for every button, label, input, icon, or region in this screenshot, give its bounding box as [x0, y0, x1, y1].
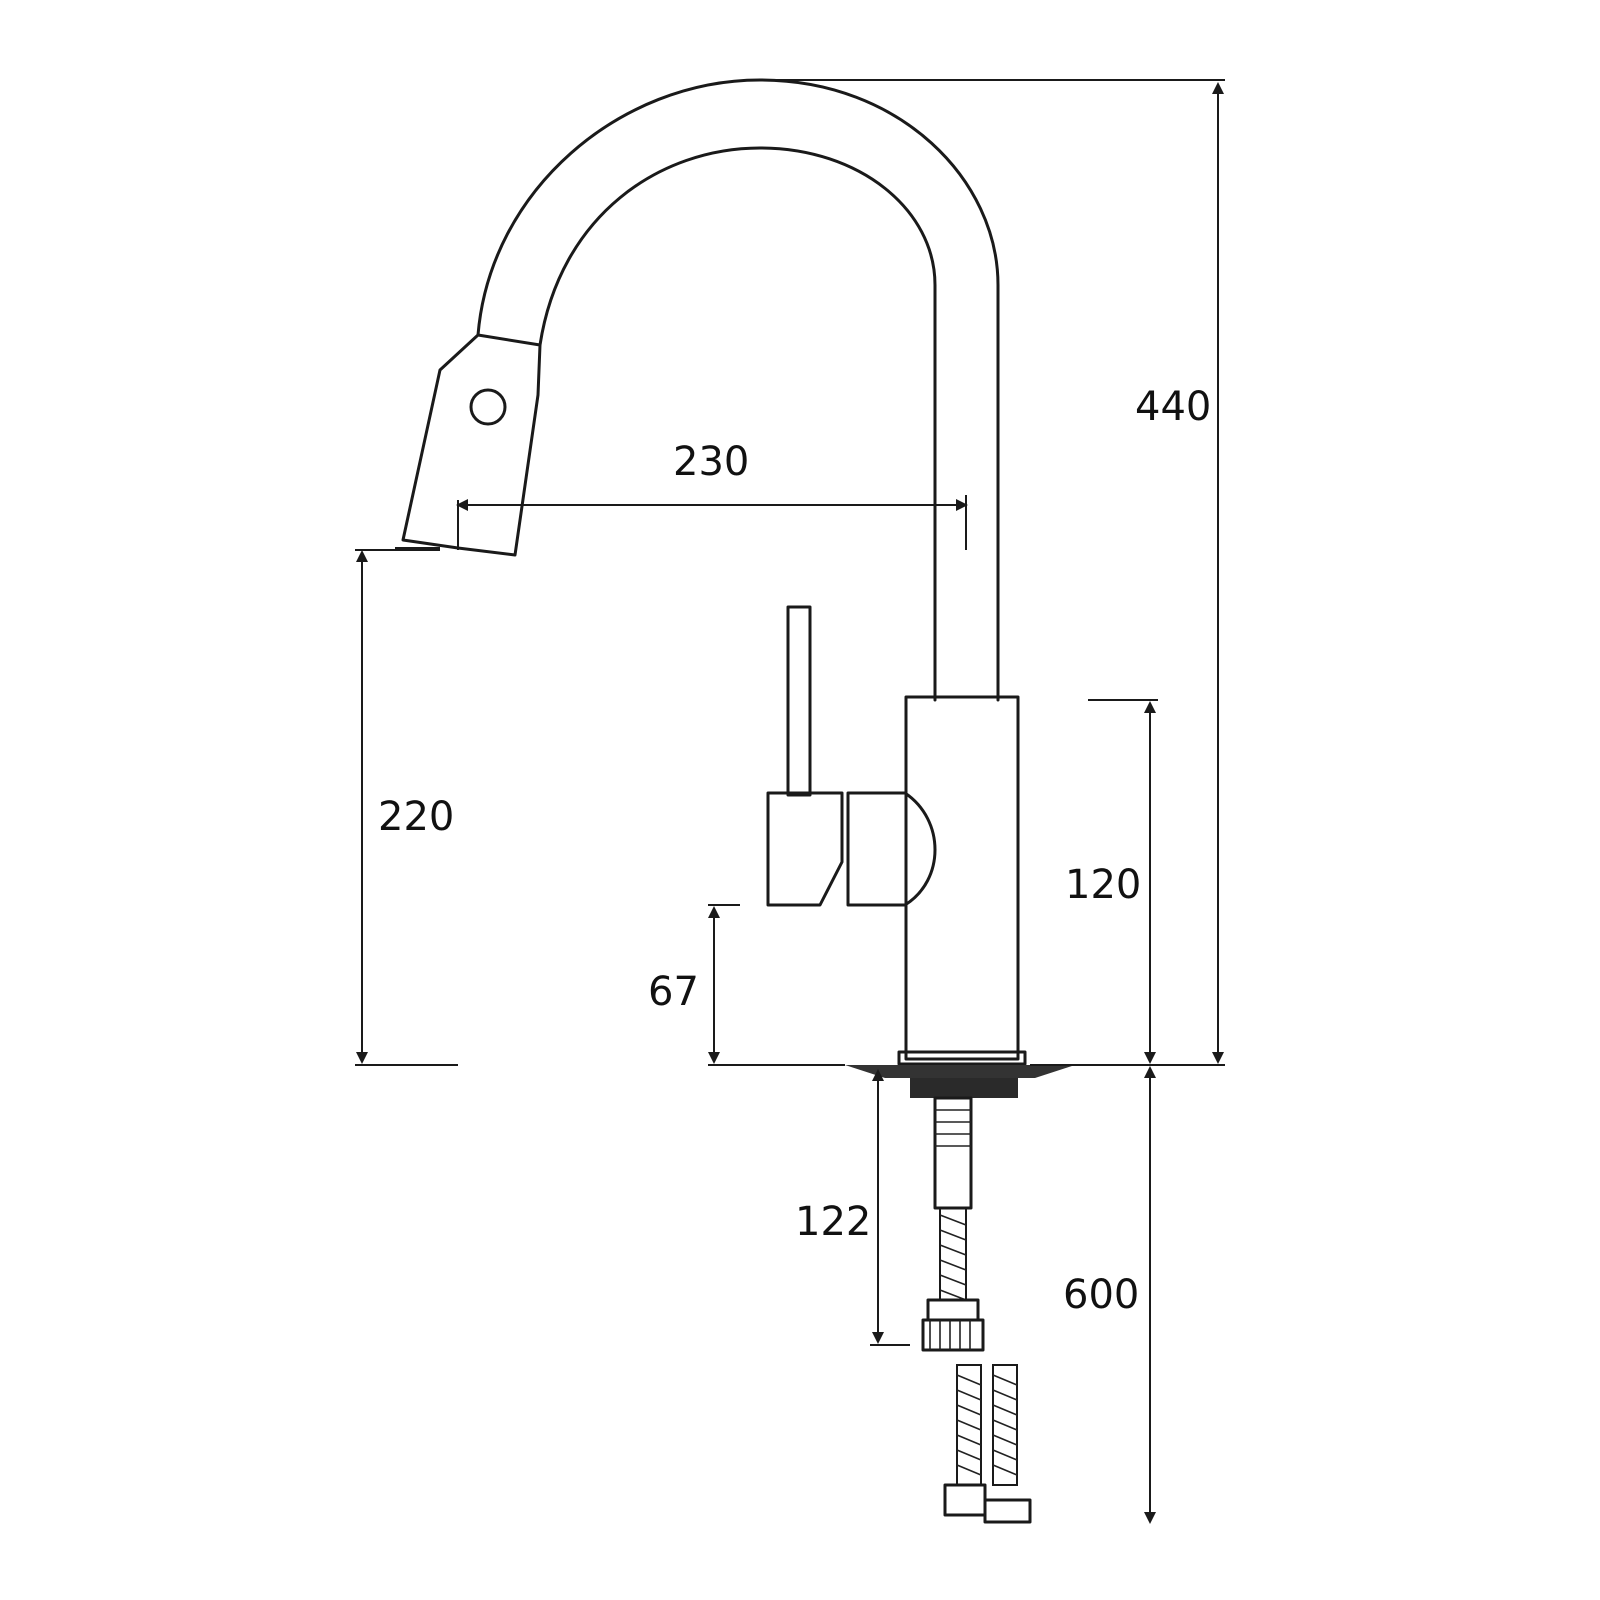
main-body	[904, 695, 1020, 1061]
dimension-labels: 440 230 220 120 67 122 600	[378, 384, 1211, 1318]
supply-hoses	[943, 1364, 1032, 1524]
dimension-lines	[355, 79, 1225, 1524]
spray-button	[469, 388, 507, 426]
spout-inner-curve	[538, 146, 937, 702]
spout-outer-curve	[476, 78, 1000, 702]
label-overall-height: 440	[1135, 384, 1211, 430]
label-body-height: 120	[1065, 862, 1141, 908]
label-shank-length: 122	[795, 1199, 871, 1245]
spray-head	[401, 333, 542, 557]
label-outlet-height: 220	[378, 794, 454, 840]
faucet-body-outline	[395, 78, 1075, 1524]
threaded-shank	[933, 1096, 973, 1210]
base-ring	[897, 1050, 1027, 1066]
label-handle-height: 67	[648, 969, 699, 1015]
mounting-nut	[910, 1078, 1018, 1098]
flexible-hose	[921, 1208, 985, 1352]
label-hose-length: 600	[1063, 1272, 1139, 1318]
label-spout-reach: 230	[673, 439, 749, 485]
handle-block	[766, 791, 844, 907]
handle-cap	[846, 791, 937, 907]
mounting-plate	[845, 1065, 1075, 1078]
handle-lever	[786, 605, 812, 797]
